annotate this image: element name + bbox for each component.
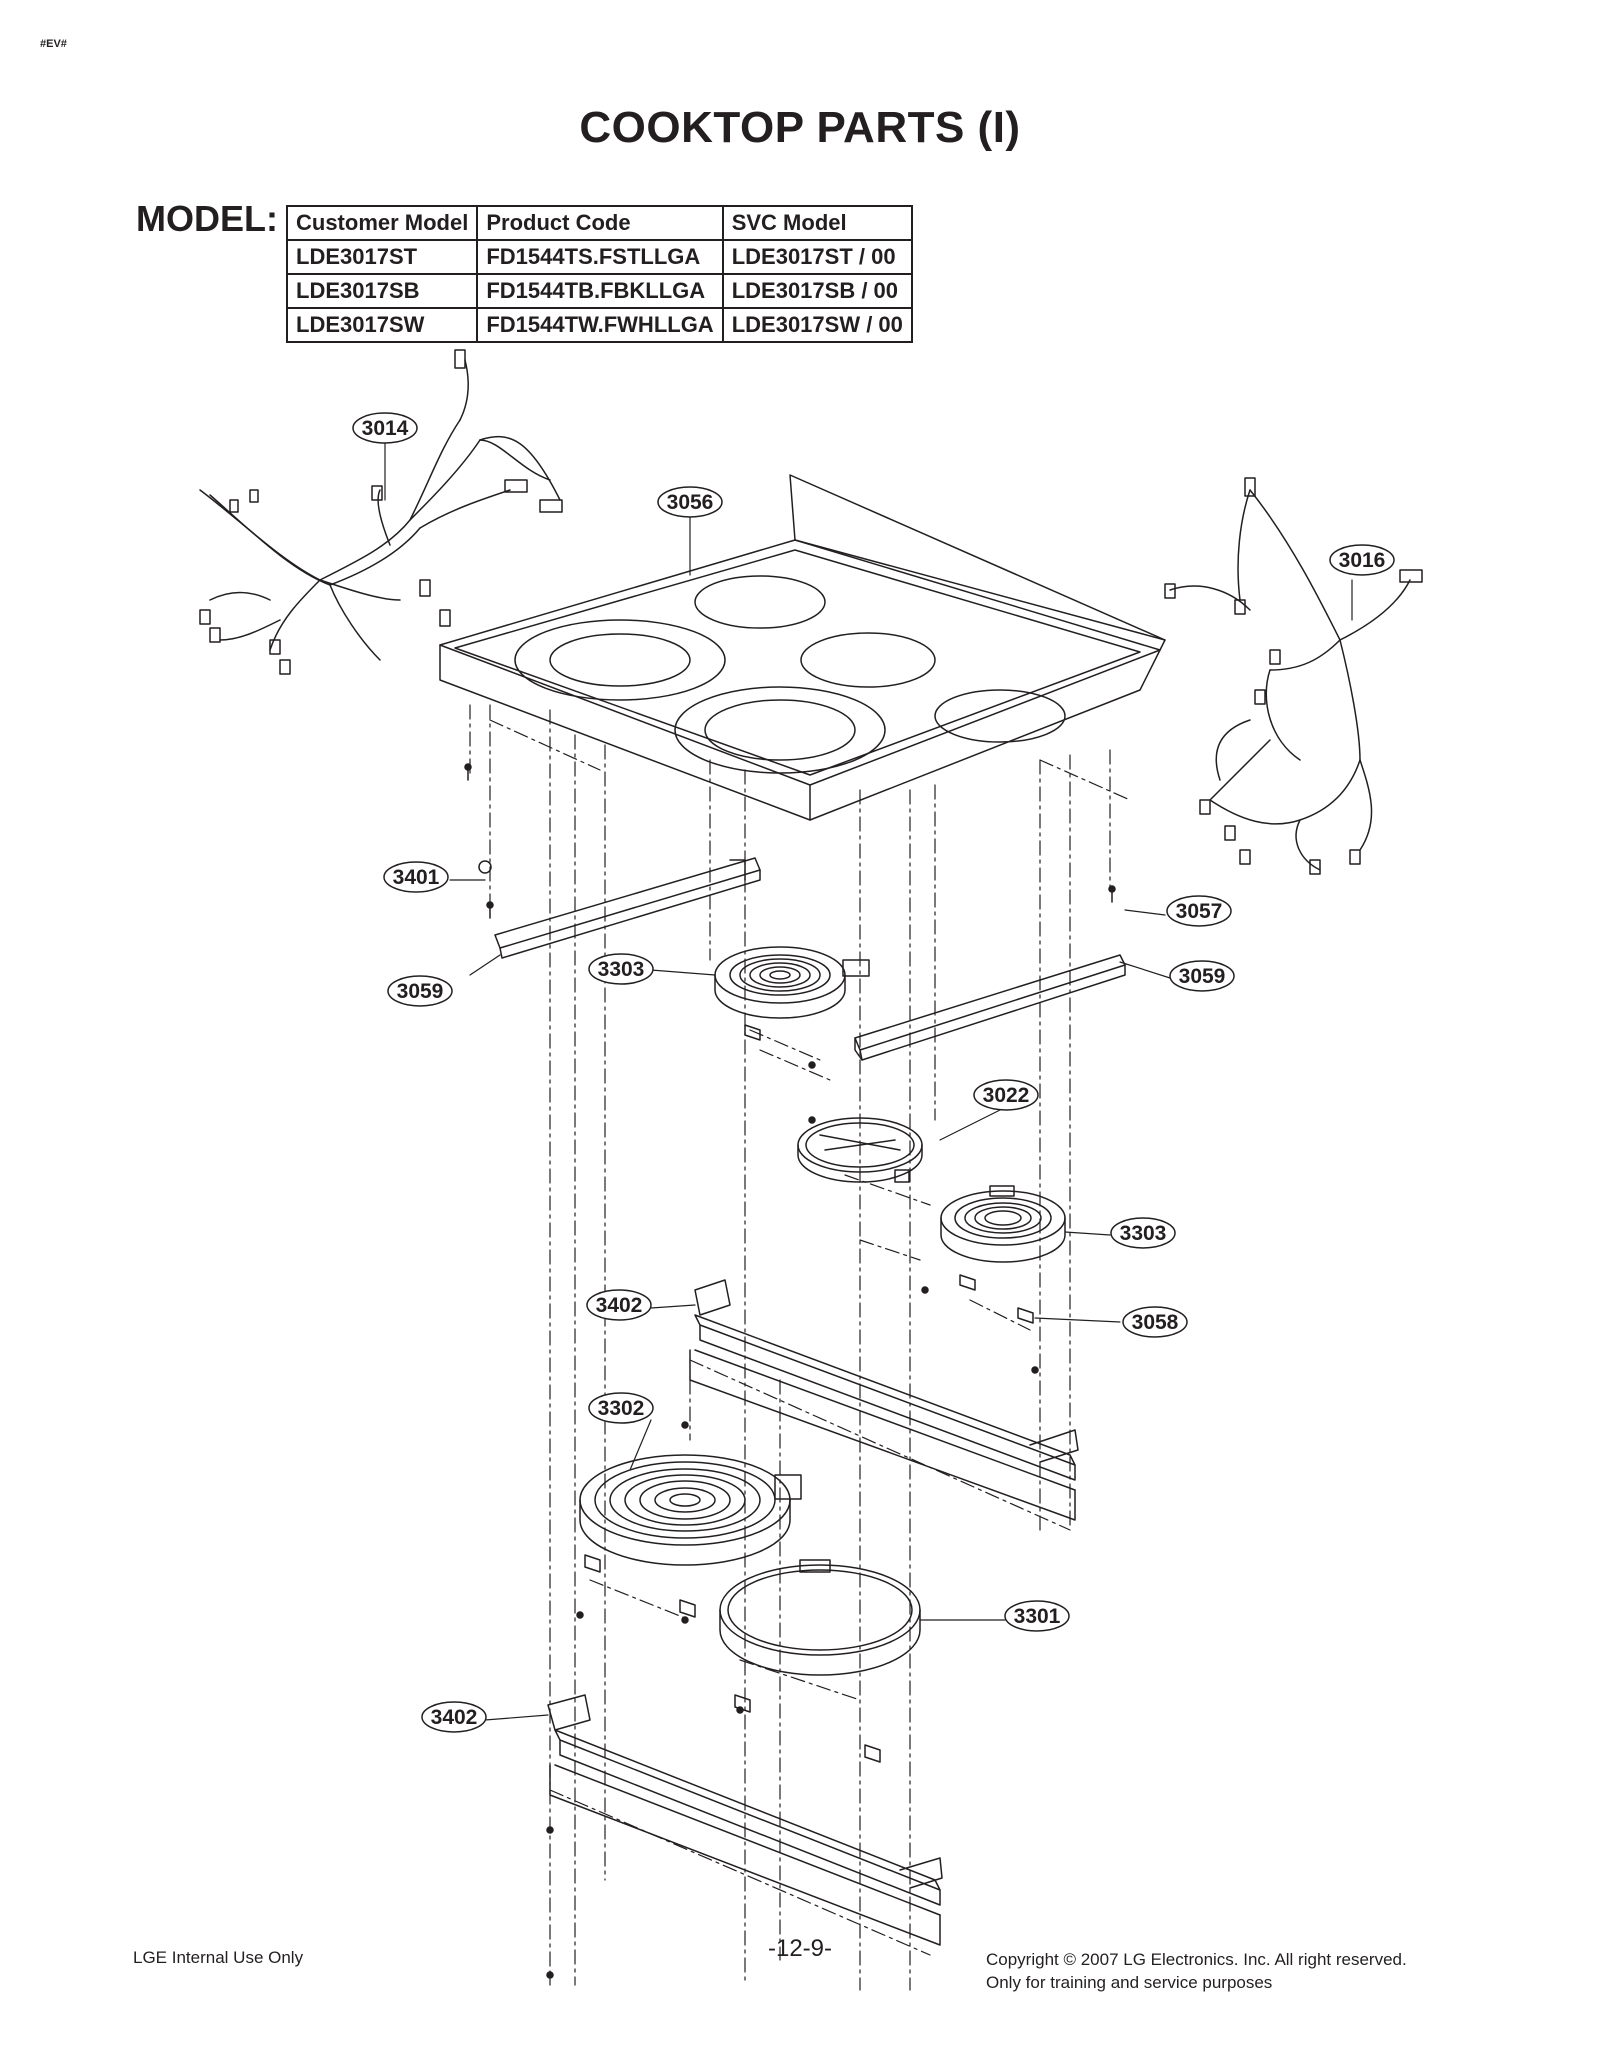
callout-3059-right: 3059: [1169, 960, 1235, 992]
explode-lines: [469, 704, 1131, 1991]
callout-3302: 3302: [588, 1392, 654, 1424]
callout-3402-upper: 3402: [586, 1289, 652, 1321]
callout-label: 3402: [596, 1294, 643, 1317]
callout-3056: 3056: [657, 486, 723, 518]
svc-model-cell: LDE3017SW / 00: [721, 307, 913, 343]
callout-label: 3022: [983, 1084, 1030, 1107]
leader-lines: [384, 439, 1353, 1721]
callout-3401: 3401: [383, 861, 449, 893]
callout-label: 3303: [598, 958, 645, 981]
callout-3301: 3301: [1004, 1600, 1070, 1632]
wire-harness-left-drawing: [199, 349, 563, 675]
model-label: MODEL:: [136, 198, 278, 239]
element-large-drawing: [719, 1559, 921, 1763]
callout-label: 3016: [1339, 549, 1386, 572]
callout-label: 3056: [667, 491, 714, 514]
table-header-row: Customer Model Product Code SVC Model: [285, 205, 913, 241]
callout-3303-right: 3303: [1110, 1217, 1176, 1249]
header-product-code: Product Code: [476, 205, 724, 241]
bracket-lower-drawing: [547, 1694, 943, 1946]
element-upper-drawing: [714, 946, 870, 1041]
table-row: LDE3017ST FD1544TS.FSTLLGA LDE3017ST / 0…: [285, 239, 913, 275]
callout-label: 3301: [1014, 1605, 1061, 1628]
product-code-cell: FD1544TB.FBKLLGA: [476, 273, 724, 309]
table-row: LDE3017SW FD1544TW.FWHLLGA LDE3017SW / 0…: [285, 307, 913, 343]
customer-model-cell: LDE3017SW: [285, 307, 479, 343]
callout-3022: 3022: [973, 1079, 1039, 1111]
page-title: COOKTOP PARTS (I): [579, 103, 1021, 152]
footer-internal-use: LGE Internal Use Only: [133, 1948, 304, 1967]
callout-label: 3057: [1176, 900, 1223, 923]
product-code-cell: FD1544TW.FWHLLGA: [476, 307, 724, 343]
table-row: LDE3017SB FD1544TB.FBKLLGA LDE3017SB / 0…: [285, 273, 913, 309]
copyright-note: Only for training and service purposes: [986, 1973, 1273, 1992]
callout-3402-lower: 3402: [421, 1701, 487, 1733]
element-right-drawing: [940, 1185, 1066, 1324]
svc-model-cell: LDE3017ST / 00: [721, 239, 913, 275]
callout-3014: 3014: [352, 412, 418, 444]
footer-copyright: Copyright © 2007 LG Electronics. Inc. Al…: [986, 1948, 1407, 1994]
page-number: -12-9-: [767, 1935, 833, 1962]
callout-label: 3059: [1179, 965, 1226, 988]
callout-3058: 3058: [1122, 1306, 1188, 1338]
element-warmer-drawing: [797, 1117, 923, 1183]
callout-3059-left: 3059: [387, 975, 453, 1007]
callout-label: 3401: [393, 866, 440, 889]
corner-mark: #EV#: [40, 38, 67, 50]
svc-model-cell: LDE3017SB / 00: [721, 273, 913, 309]
wire-harness-right-drawing: [1164, 477, 1423, 875]
callout-label: 3302: [598, 1397, 645, 1420]
product-code-cell: FD1544TS.FSTLLGA: [476, 239, 724, 275]
bracket-upper-drawing: [689, 1279, 1079, 1521]
callout-3057: 3057: [1166, 895, 1232, 927]
callout-label: 3059: [397, 980, 444, 1003]
callout-3016: 3016: [1329, 544, 1395, 576]
header-svc-model: SVC Model: [721, 205, 913, 241]
callout-label: 3058: [1132, 1311, 1179, 1334]
copyright-line: Copyright © 2007 LG Electronics. Inc. Al…: [986, 1950, 1407, 1969]
model-table: Customer Model Product Code SVC Model LD…: [285, 205, 913, 343]
customer-model-cell: LDE3017ST: [285, 239, 479, 275]
rail-left-drawing: [494, 857, 761, 959]
callout-label: 3014: [362, 417, 409, 440]
callout-label: 3303: [1120, 1222, 1167, 1245]
screws: [464, 763, 1116, 1979]
cooktop-glass-drawing: [439, 474, 1166, 821]
header-customer-model: Customer Model: [285, 205, 479, 241]
rail-right-drawing: [854, 954, 1126, 1061]
callout-3303-upper: 3303: [588, 953, 654, 985]
customer-model-cell: LDE3017SB: [285, 273, 479, 309]
callout-label: 3402: [431, 1706, 478, 1729]
element-dual-drawing: [579, 1454, 802, 1618]
